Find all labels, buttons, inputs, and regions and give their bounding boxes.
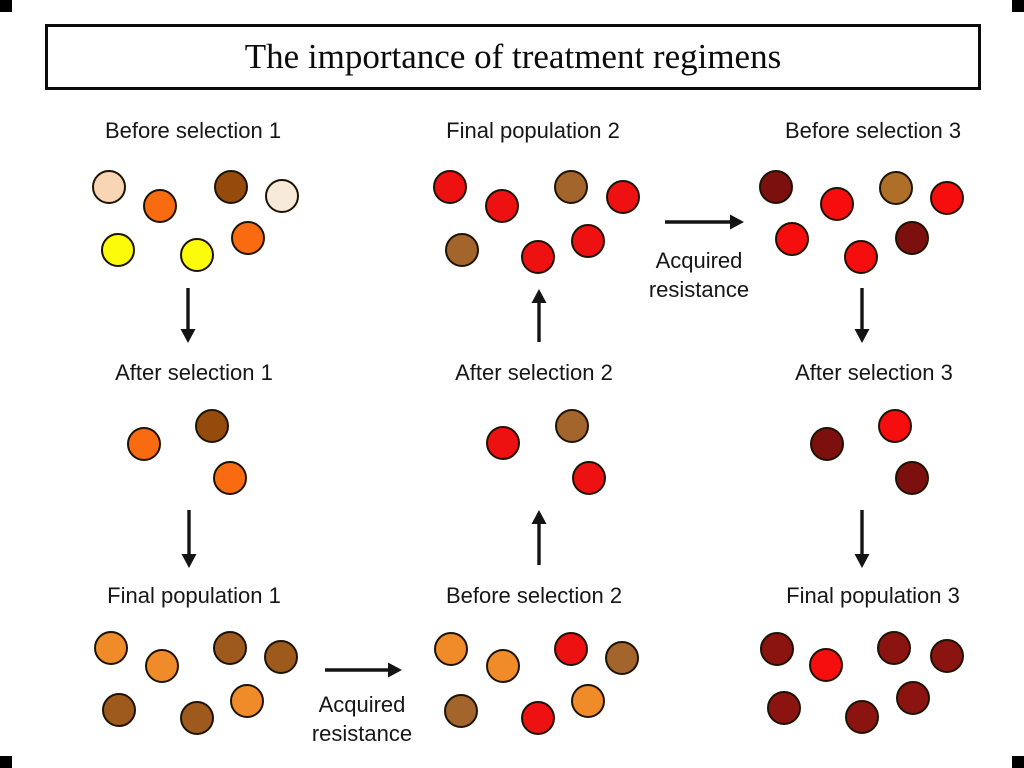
label-before-selection-3: Before selection 3 <box>784 118 962 143</box>
label-after-selection-2: After selection 2 <box>455 360 613 385</box>
final-population-3-cell-dark-red <box>877 631 911 665</box>
final-population-2-cell-red <box>606 180 640 214</box>
acquired-resistance-label: Acquired resistance <box>311 692 413 746</box>
corner-mark <box>1012 0 1024 12</box>
arrowhead-down <box>180 329 196 343</box>
corner-mark <box>0 756 12 768</box>
after-selection-1-cell-orange <box>213 461 247 495</box>
final-population-1-cell-orange-med <box>145 649 179 683</box>
label-after-selection-1: After selection 1 <box>115 360 273 385</box>
corner-mark <box>1012 756 1024 768</box>
before-selection-3-cell-red-bright <box>930 181 964 215</box>
after-selection-2-cell-red <box>486 426 520 460</box>
before-selection-3-cell-red-bright <box>775 222 809 256</box>
slide-title: The importance of treatment regimens <box>244 37 782 76</box>
label-after-selection-3: After selection 3 <box>795 360 953 385</box>
final-population-1-cell-brown-orange <box>102 693 136 727</box>
after-selection-1-cell-brown-dark <box>195 409 229 443</box>
final-population-2-cell-red <box>485 189 519 223</box>
after-selection-1-cell-orange <box>127 427 161 461</box>
final-population-3-cell-red-bright <box>809 648 843 682</box>
before-selection-3-cell-maroon <box>895 221 929 255</box>
after-selection-3-cell-maroon <box>895 461 929 495</box>
final-population-2-cell-red <box>433 170 467 204</box>
before-selection-2-cell-red <box>554 632 588 666</box>
before-selection-2-cell-orange-med <box>434 632 468 666</box>
arrowhead-down <box>181 554 197 568</box>
after-selection-3-cell-red-bright <box>878 409 912 443</box>
before-selection-1-cell-yellow <box>101 233 135 267</box>
before-selection-1-cell-orange <box>143 189 177 223</box>
final-population-1-cell-brown-orange <box>264 640 298 674</box>
before-selection-2-cell-orange-med <box>486 649 520 683</box>
label-before-selection-1: Before selection 1 <box>104 118 282 143</box>
before-selection-1-cell-orange <box>231 221 265 255</box>
final-population-1-cell-brown-orange <box>180 701 214 735</box>
after-selection-2-cell-red <box>572 461 606 495</box>
final-population-3-cell-dark-red <box>930 639 964 673</box>
final-population-1-cell-orange-med <box>230 684 264 718</box>
acquired-resistance-label: Acquired resistance <box>648 248 750 302</box>
before-selection-2-cell-brown-med <box>444 694 478 728</box>
before-selection-2-cell-red <box>521 701 555 735</box>
label-final-population-1: Final population 1 <box>107 583 281 608</box>
before-selection-2-cell-brown-med <box>605 641 639 675</box>
label-final-population-2: Final population 2 <box>446 118 620 143</box>
arrowhead-right <box>730 214 744 230</box>
before-selection-3-cell-red-bright <box>820 187 854 221</box>
before-selection-3-cell-red-bright <box>844 240 878 274</box>
arrowhead-down <box>854 554 870 568</box>
final-population-2-cell-brown-med <box>554 170 588 204</box>
final-population-1-cell-brown-orange <box>213 631 247 665</box>
corner-mark <box>0 0 12 12</box>
arrowhead-up <box>531 289 547 303</box>
arrowhead-up <box>531 510 547 524</box>
arrowhead-down <box>854 329 870 343</box>
label-final-population-3: Final population 3 <box>786 583 960 608</box>
final-population-2-cell-red <box>521 240 555 274</box>
before-selection-1-cell-yellow <box>180 238 214 272</box>
final-population-3-cell-dark-red <box>760 632 794 666</box>
before-selection-1-cell-peach <box>92 170 126 204</box>
final-population-3-cell-dark-red <box>767 691 801 725</box>
final-population-2-cell-red <box>571 224 605 258</box>
before-selection-3-cell-maroon <box>759 170 793 204</box>
final-population-3-cell-dark-red <box>845 700 879 734</box>
final-population-3-cell-dark-red <box>896 681 930 715</box>
final-population-2-cell-brown-med <box>445 233 479 267</box>
final-population-1-cell-orange-med <box>94 631 128 665</box>
after-selection-3-cell-maroon <box>810 427 844 461</box>
before-selection-3-cell-tan <box>879 171 913 205</box>
after-selection-2-cell-brown-med <box>555 409 589 443</box>
title-box: The importance of treatment regimens <box>45 24 981 90</box>
before-selection-1-cell-cream <box>265 179 299 213</box>
before-selection-2-cell-orange-med <box>571 684 605 718</box>
arrowhead-right <box>388 662 402 678</box>
label-before-selection-2: Before selection 2 <box>445 583 623 608</box>
before-selection-1-cell-brown-dark <box>214 170 248 204</box>
